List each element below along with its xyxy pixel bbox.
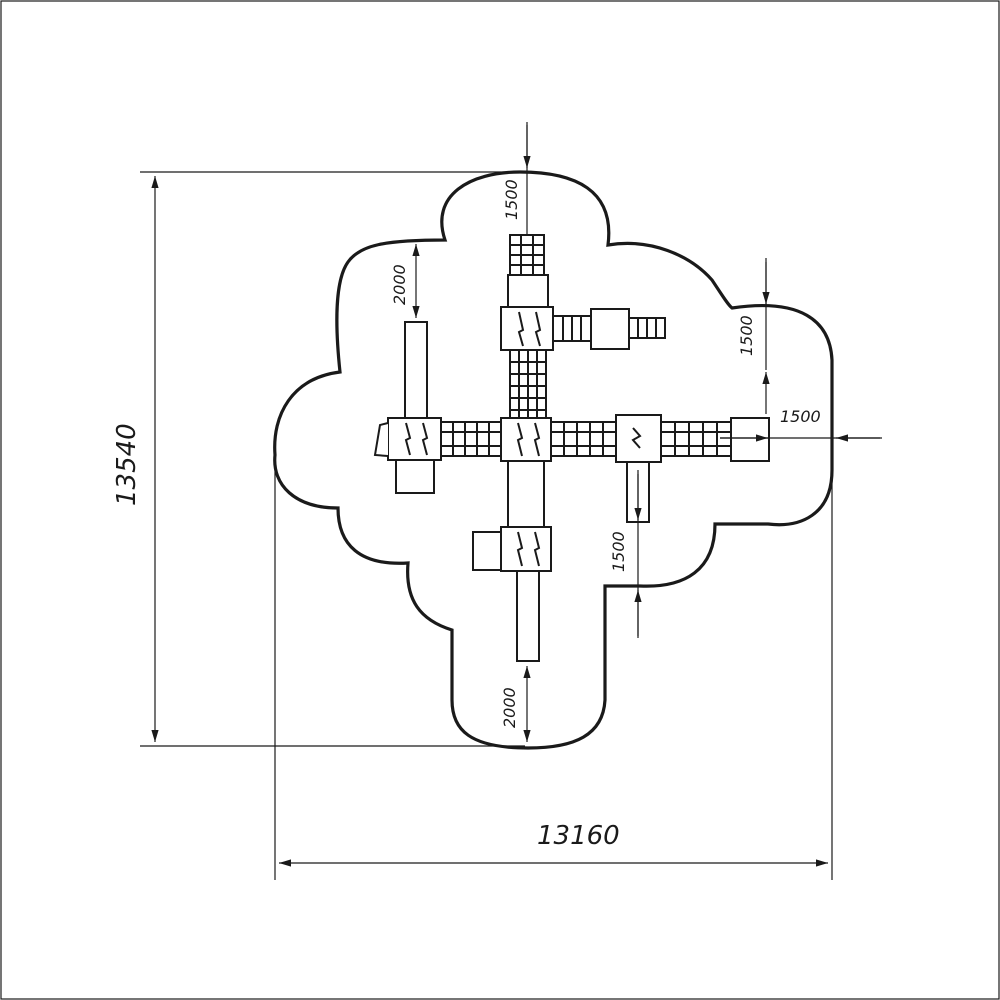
left-lower-platform (395, 459, 435, 494)
top-entry (507, 274, 549, 308)
left-slide (404, 321, 428, 419)
width-dimension-label: 13160 (537, 821, 620, 851)
top-clearance-label: 1500 (502, 179, 521, 220)
left-bridge (440, 421, 502, 457)
lower-left-platform (472, 531, 502, 571)
center-right-bridge (550, 421, 617, 457)
safety-zone-outline (273, 170, 834, 750)
left-end-cap (373, 422, 389, 457)
center-clearance-label: 1500 (609, 531, 628, 572)
right-upper-clearance-label: 1500 (737, 315, 756, 356)
right-side-clearance-label: 1500 (780, 407, 821, 426)
left-tower (387, 417, 442, 461)
bottom-slide (516, 570, 540, 662)
top-tower (500, 306, 554, 351)
bottom-clearance-label: 2000 (500, 687, 519, 728)
center-tower (500, 417, 552, 462)
far-right-platform (730, 417, 770, 462)
far-right-bridge (660, 421, 732, 457)
left-clearance-label: 2000 (390, 264, 409, 305)
lower-tower (500, 526, 552, 572)
center-column (507, 460, 545, 528)
right-tower (615, 414, 662, 463)
upper-right-tower (590, 308, 630, 350)
height-dimension-label: 13540 (112, 423, 142, 506)
play-structure (373, 234, 770, 662)
